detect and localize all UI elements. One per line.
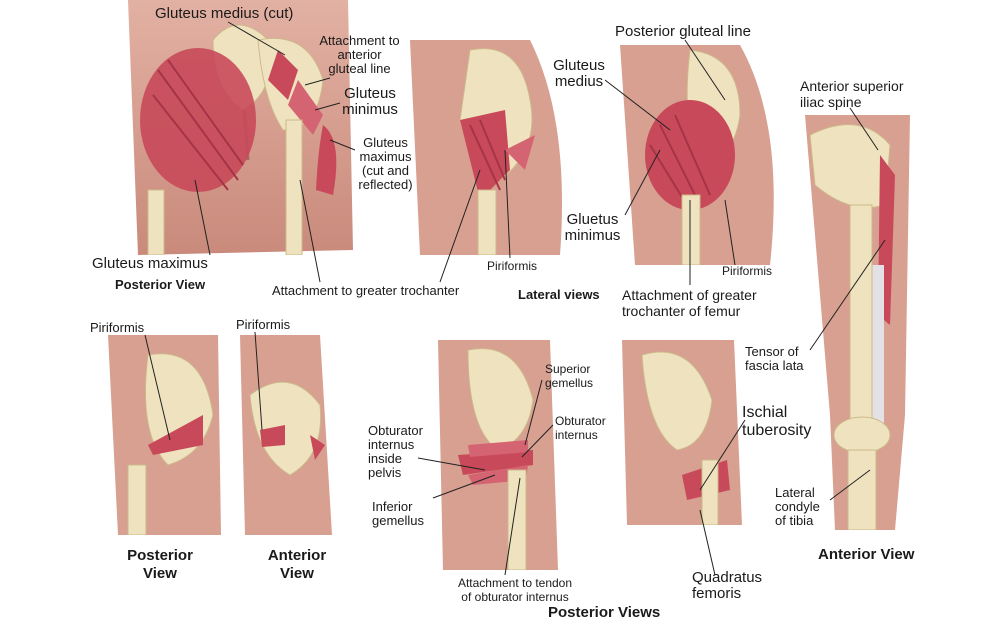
label-piriformis-posterior: Piriformis — [90, 320, 145, 335]
caption-anterior-view-right: Anterior View — [818, 546, 915, 563]
caption-lateral-views: Lateral views — [518, 287, 600, 302]
caption-posterior-view-bottom: Posterior View — [127, 547, 193, 582]
label-gluteus-maximus: Gluteus maximus — [92, 255, 208, 272]
posterior-hips-illustration — [118, 0, 358, 255]
label-gluteus-medius-cut: Gluteus medius (cut) — [155, 5, 294, 22]
label-attachment-anterior-gluteal-line: Attachment to anterior gluteal line — [319, 33, 400, 76]
label-piriformis-anterior: Piriformis — [236, 317, 291, 332]
label-obturator-internus: Obturator internus — [555, 414, 606, 442]
label-obturator-internus-inside-pelvis: Obturator internus inside pelvis — [368, 423, 423, 480]
posterior-gemelli-illustration — [438, 340, 558, 570]
caption-posterior-views: Posterior Views — [548, 604, 661, 621]
label-anterior-superior-iliac-spine: Anterior superior iliac spine — [800, 78, 904, 110]
label-gluteus-maximus-reflected: Gluteus maximus (cut and reflected) — [358, 135, 413, 192]
label-gluetus-minimus: Gluetus minimus — [564, 211, 621, 244]
label-posterior-gluteal-line: Posterior gluteal line — [615, 23, 751, 40]
label-attachment-tendon-obturator: Attachment to tendon of obturator intern… — [457, 576, 573, 604]
posterior-piriformis-illustration — [108, 335, 221, 535]
label-ischial-tuberosity: Ischial tuberosity — [742, 404, 812, 439]
label-piriformis-lateral-1: Piriformis — [487, 259, 537, 273]
label-inferior-gemellus: Inferior gemellus — [372, 499, 425, 528]
label-attachment-greater-trochanter: Attachment to greater trochanter — [272, 283, 460, 298]
anterior-leg-illustration — [800, 115, 915, 530]
caption-anterior-view-bottom: Anterior View — [267, 547, 327, 582]
label-attachment-greater-trochanter-femur: Attachment of greater trochanter of femu… — [622, 287, 757, 319]
label-tensor-fascia-lata: Tensor of fascia lata — [745, 344, 804, 373]
anterior-piriformis-illustration — [240, 335, 332, 535]
label-gluteus-minimus-1: Gluteus minimus — [342, 85, 398, 118]
lateral-view-2-illustration — [620, 45, 785, 265]
label-superior-gemellus: Superior gemellus — [545, 362, 594, 390]
label-gluteus-medius: Gluteus medius — [553, 57, 605, 90]
label-piriformis-lateral-2: Piriformis — [722, 264, 772, 278]
label-quadratus-femoris: Quadratus femoris — [692, 569, 763, 602]
caption-posterior-view-top: Posterior View — [115, 277, 206, 292]
label-lateral-condyle-tibia: Lateral condyle of tibia — [775, 485, 820, 528]
posterior-quadratus-illustration — [622, 340, 742, 525]
